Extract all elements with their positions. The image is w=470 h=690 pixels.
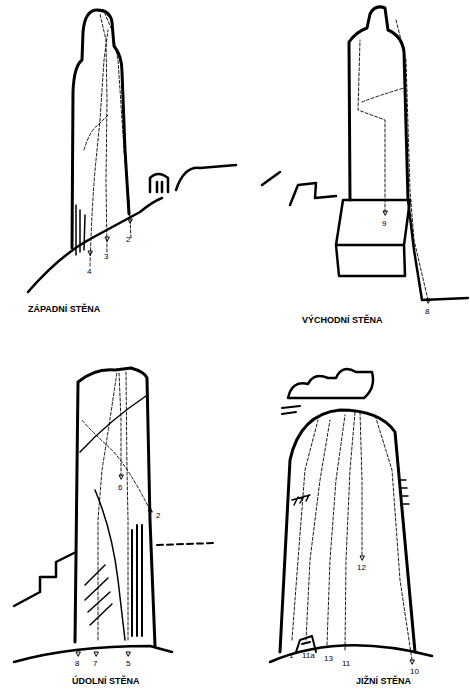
route-number: 3 — [104, 253, 108, 261]
route-number: 11a — [302, 652, 315, 660]
west-face — [28, 10, 236, 292]
route-number: 11 — [342, 660, 350, 668]
valley-face — [14, 368, 215, 662]
route-number: 5 — [126, 660, 130, 668]
route-number: 12 — [357, 564, 366, 572]
route-number: 8 — [425, 308, 429, 316]
face-title: ÚDOLNÍ STĚNA — [72, 677, 140, 686]
face-title: VÝCHODNÍ STĚNA — [302, 316, 383, 325]
route-number: 2 — [126, 236, 130, 244]
route-number: 4 — [87, 268, 91, 276]
route-number: 10 — [410, 668, 419, 676]
east-face — [262, 7, 468, 303]
route-number: 1 — [289, 652, 293, 660]
route-number: 7 — [93, 660, 97, 668]
route-number: 8 — [75, 660, 79, 668]
face-title: JIŽNÍ STĚNA — [356, 677, 411, 686]
route-number: 9 — [382, 220, 386, 228]
route-number: 13 — [324, 655, 333, 663]
route-number: 2 — [156, 512, 160, 520]
south-face — [270, 369, 432, 664]
route-number: 6 — [118, 484, 122, 492]
face-title: ZÁPADNÍ STĚNA — [28, 305, 100, 314]
